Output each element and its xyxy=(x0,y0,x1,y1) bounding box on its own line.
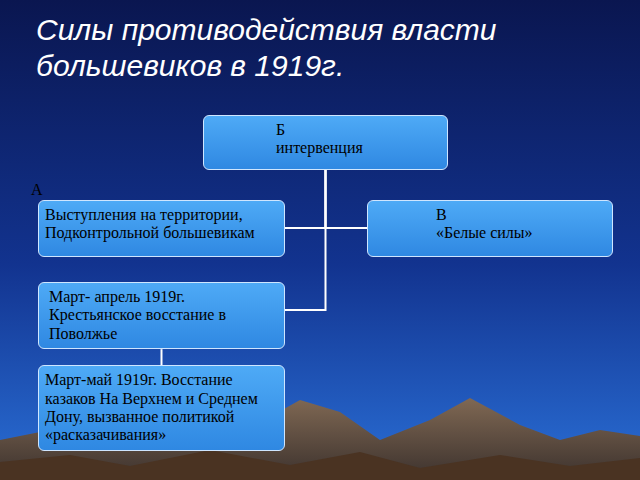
connector-line xyxy=(161,349,163,365)
box-text: Выступления на территории, Подконтрольно… xyxy=(45,206,276,243)
topic-box: В«Белые силы» xyxy=(367,200,613,257)
box-text: «Белые силы» xyxy=(436,224,604,242)
slide-title: Силы противодействия власти большевиков … xyxy=(36,12,596,84)
topic-box: Март-май 1919г. Восстание казаков На Вер… xyxy=(38,365,285,451)
box-letter: А xyxy=(31,181,43,199)
topic-box: АВыступления на территории, Подконтрольн… xyxy=(38,200,285,257)
box-text: интервенция xyxy=(276,139,439,157)
connector-line xyxy=(326,170,368,228)
box-letter: Б xyxy=(276,121,439,139)
mountains-front xyxy=(0,450,640,480)
connector-line xyxy=(285,170,326,228)
box-text: Март-май 1919г. Восстание казаков На Вер… xyxy=(45,371,276,445)
box-letter: В xyxy=(436,206,604,224)
topic-box: Бинтервенция xyxy=(203,115,448,170)
box-text: Март- апрель 1919г. Крестьянское восстан… xyxy=(49,288,276,343)
topic-box: Март- апрель 1919г. Крестьянское восстан… xyxy=(38,282,285,349)
connector-line xyxy=(285,170,326,310)
